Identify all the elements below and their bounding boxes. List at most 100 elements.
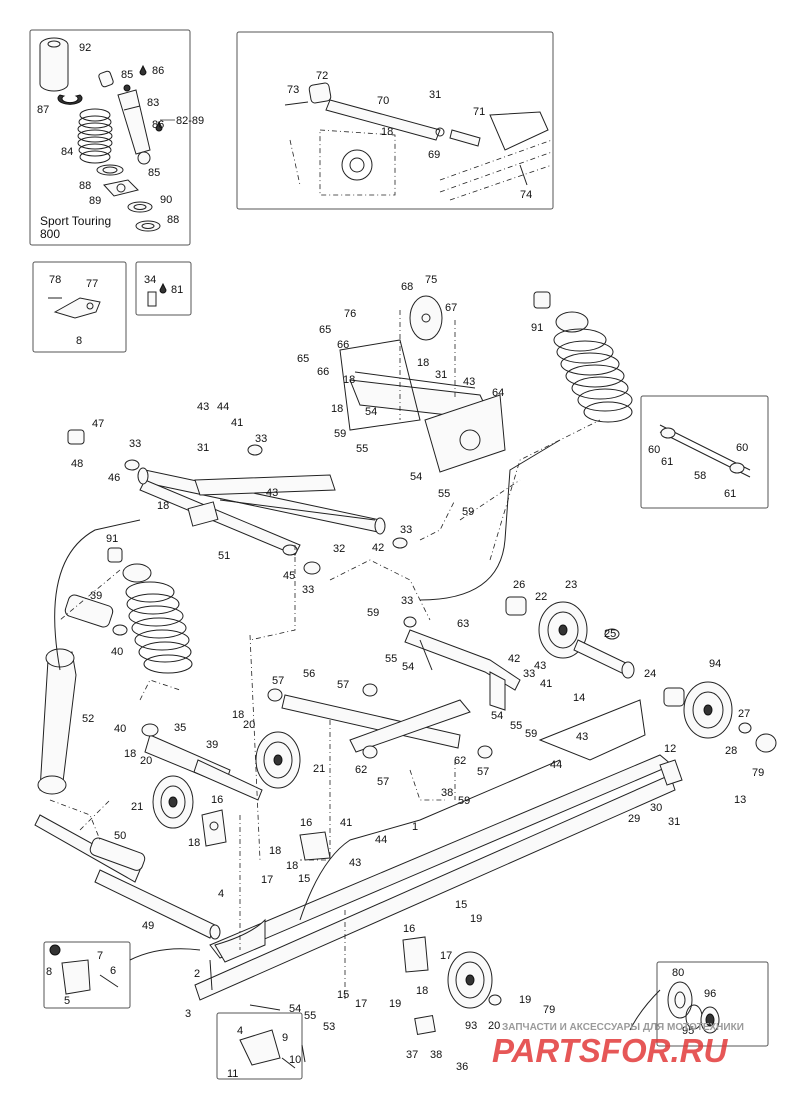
callout-18: 18 bbox=[232, 709, 244, 721]
callout-26: 26 bbox=[513, 579, 525, 591]
callout-79: 79 bbox=[543, 1004, 555, 1016]
callout-46: 46 bbox=[108, 472, 120, 484]
callout-21: 21 bbox=[313, 763, 325, 775]
callout-62: 62 bbox=[454, 755, 466, 767]
inset-boxes bbox=[29, 29, 769, 1080]
wheel-bearing-inset bbox=[656, 961, 769, 1047]
callout-45: 45 bbox=[283, 570, 295, 582]
callout-7: 7 bbox=[97, 950, 103, 962]
callout-72: 72 bbox=[316, 70, 328, 82]
callout-16: 16 bbox=[403, 923, 415, 935]
callout-33: 33 bbox=[400, 524, 412, 536]
callout-17: 17 bbox=[440, 950, 452, 962]
callout-59: 59 bbox=[458, 795, 470, 807]
callout-18: 18 bbox=[269, 845, 281, 857]
callout-5: 5 bbox=[64, 995, 70, 1007]
callout-58: 58 bbox=[694, 470, 706, 482]
callout-57: 57 bbox=[272, 675, 284, 687]
callout-4: 4 bbox=[218, 888, 224, 900]
callout-71: 71 bbox=[473, 106, 485, 118]
callout-16: 16 bbox=[211, 794, 223, 806]
callout-42: 42 bbox=[508, 653, 520, 665]
callout-79: 79 bbox=[752, 767, 764, 779]
watermark-caption: ЗАПЧАСТИ И АКСЕССУАРЫ ДЛЯ МОТОТЕХНИКИ bbox=[502, 1022, 744, 1033]
callout-60: 60 bbox=[736, 442, 748, 454]
callout-43: 43 bbox=[197, 401, 209, 413]
callout-91: 91 bbox=[106, 533, 118, 545]
callout-38: 38 bbox=[441, 787, 453, 799]
callout-59: 59 bbox=[462, 506, 474, 518]
callout-22: 22 bbox=[535, 591, 547, 603]
callout-15: 15 bbox=[298, 873, 310, 885]
callout-20: 20 bbox=[140, 755, 152, 767]
callout-47: 47 bbox=[92, 418, 104, 430]
callout-13: 13 bbox=[734, 794, 746, 806]
callout-39: 39 bbox=[90, 590, 102, 602]
callout-85: 85 bbox=[121, 69, 133, 81]
callout-73: 73 bbox=[287, 84, 299, 96]
callout-55: 55 bbox=[385, 653, 397, 665]
callout-50: 50 bbox=[114, 830, 126, 842]
callout-65: 65 bbox=[319, 324, 331, 336]
callout-89: 89 bbox=[89, 195, 101, 207]
linkage-inset bbox=[236, 31, 554, 210]
callout-44: 44 bbox=[217, 401, 229, 413]
callout-54: 54 bbox=[289, 1003, 301, 1015]
callout-70: 70 bbox=[377, 95, 389, 107]
callout-86: 86 bbox=[152, 65, 164, 77]
callout-54: 54 bbox=[402, 661, 414, 673]
callout-19: 19 bbox=[470, 913, 482, 925]
callout-31: 31 bbox=[197, 442, 209, 454]
callout-84: 84 bbox=[61, 146, 73, 158]
callout-62: 62 bbox=[355, 764, 367, 776]
callout-18: 18 bbox=[416, 985, 428, 997]
callout-18: 18 bbox=[157, 500, 169, 512]
callout-8: 8 bbox=[76, 335, 82, 347]
model-label-line2: 800 bbox=[40, 227, 60, 241]
callout-76: 76 bbox=[344, 308, 356, 320]
callout-43: 43 bbox=[349, 857, 361, 869]
shaft-inset bbox=[640, 395, 769, 509]
callout-6: 6 bbox=[110, 965, 116, 977]
callout-54: 54 bbox=[410, 471, 422, 483]
main-assembly bbox=[34, 291, 777, 1063]
callout-60: 60 bbox=[648, 444, 660, 456]
callout-33: 33 bbox=[255, 433, 267, 445]
bracket-inset bbox=[32, 261, 127, 353]
callout-18: 18 bbox=[188, 837, 200, 849]
callout-43: 43 bbox=[266, 487, 278, 499]
callout-38: 38 bbox=[430, 1049, 442, 1061]
callout-64: 64 bbox=[492, 387, 504, 399]
callout-75: 75 bbox=[425, 274, 437, 286]
shock-kit-drawing bbox=[39, 37, 175, 232]
callout-66: 66 bbox=[337, 339, 349, 351]
callout-90: 90 bbox=[160, 194, 172, 206]
callout-25: 25 bbox=[604, 628, 616, 640]
callout-17: 17 bbox=[355, 998, 367, 1010]
callout-30: 30 bbox=[650, 802, 662, 814]
callout-29: 29 bbox=[628, 813, 640, 825]
callout-51: 51 bbox=[218, 550, 230, 562]
callout-17: 17 bbox=[261, 874, 273, 886]
callout-88: 88 bbox=[79, 180, 91, 192]
callout-91: 91 bbox=[531, 322, 543, 334]
callout-53: 53 bbox=[323, 1021, 335, 1033]
callout-61: 61 bbox=[724, 488, 736, 500]
callout-59: 59 bbox=[525, 728, 537, 740]
watermark: ЗАПЧАСТИ И АКСЕССУАРЫ ДЛЯ МОТОТЕХНИКИ PA… bbox=[492, 1022, 744, 1069]
callout-55: 55 bbox=[356, 443, 368, 455]
callout-66: 66 bbox=[317, 366, 329, 378]
callout-61: 61 bbox=[661, 456, 673, 468]
callout-34: 34 bbox=[144, 274, 156, 286]
callout-69: 69 bbox=[428, 149, 440, 161]
callout-55: 55 bbox=[438, 488, 450, 500]
callout-11: 11 bbox=[227, 1068, 238, 1080]
callout-85: 85 bbox=[148, 167, 160, 179]
callout-41: 41 bbox=[540, 678, 552, 690]
callout-31: 31 bbox=[429, 89, 441, 101]
callout-31: 31 bbox=[435, 369, 447, 381]
grease-fitting-inset bbox=[135, 261, 192, 316]
linkage-drawing bbox=[284, 82, 553, 201]
callout-49: 49 bbox=[142, 920, 154, 932]
